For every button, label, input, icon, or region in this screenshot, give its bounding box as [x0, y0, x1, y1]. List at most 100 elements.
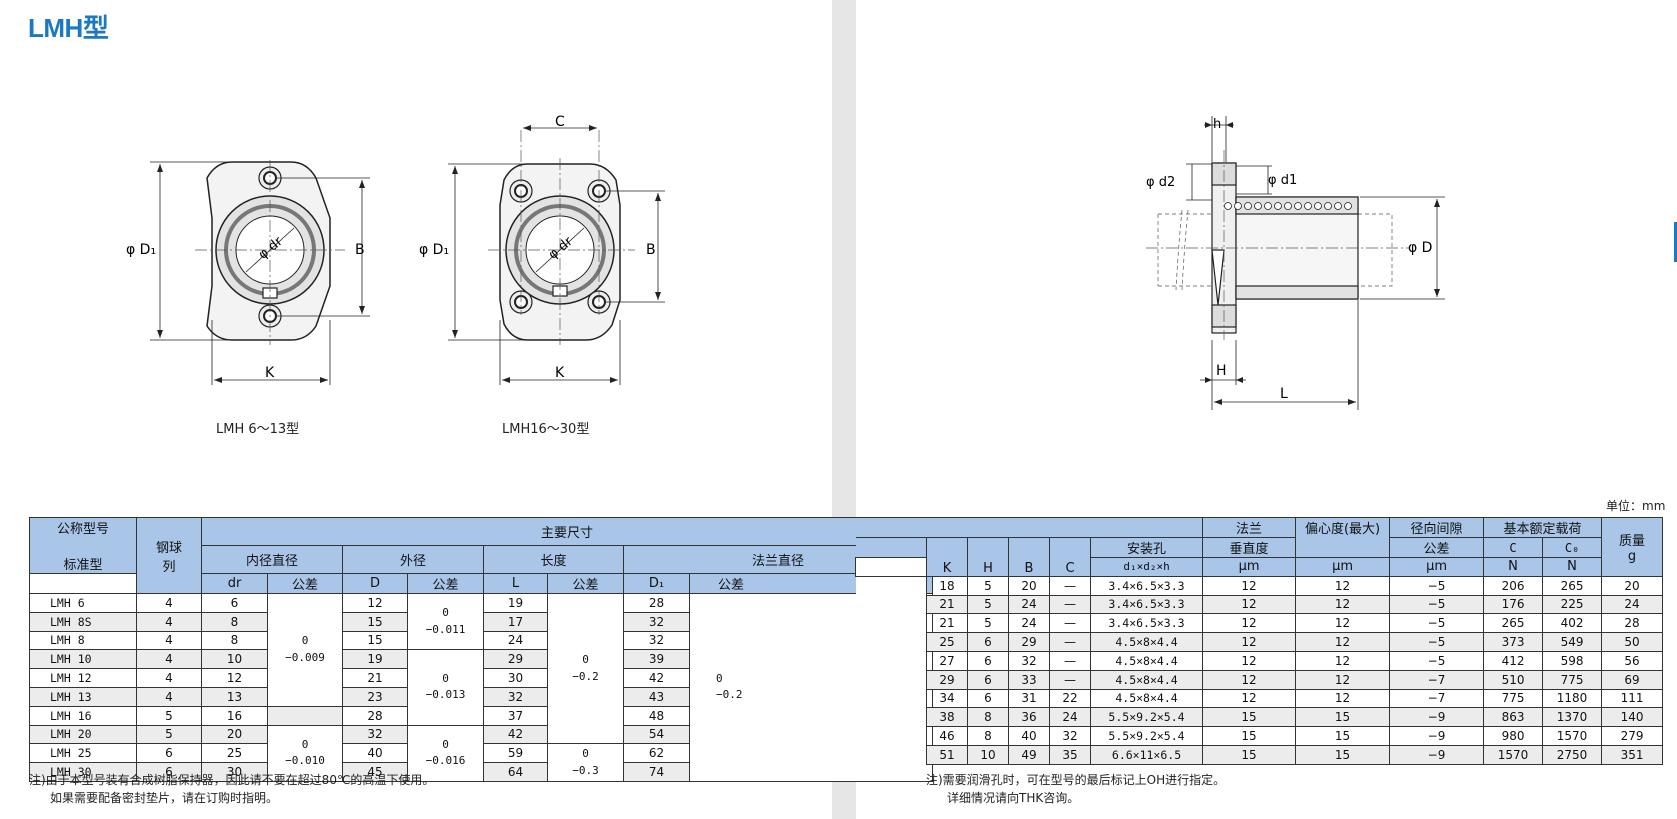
- cell-b: 24: [1008, 613, 1050, 634]
- header-perp-bot: 垂直度: [1202, 537, 1297, 558]
- cell-mount: 4.5×8×4.4: [1089, 632, 1204, 652]
- table-cell: 28: [342, 705, 408, 726]
- table-cell: 4: [136, 611, 202, 632]
- cell-c: 863: [1483, 707, 1544, 728]
- cell-clear: −9: [1389, 726, 1485, 746]
- table-cell: 12: [342, 593, 408, 613]
- cell-clear: −9: [1389, 707, 1485, 728]
- cell-clear: −5: [1389, 632, 1485, 652]
- table-cell: 20: [201, 724, 268, 745]
- table-cell: 4: [136, 686, 202, 707]
- cell-mount: 5.5×9.2×5.4: [1089, 707, 1204, 728]
- table-cell: 5: [136, 724, 202, 745]
- table-cell: 16: [201, 705, 268, 726]
- cell-k: 34: [926, 688, 968, 709]
- table-cell: 37: [483, 705, 548, 726]
- cell-clear: −7: [1389, 669, 1485, 690]
- table-cell: 10: [201, 649, 268, 670]
- cell-mount: 6.6×11×6.5: [1089, 744, 1204, 765]
- table-cell: 43: [623, 686, 690, 707]
- cell-ecc: 12: [1295, 650, 1391, 671]
- cell-c: —: [1049, 594, 1091, 615]
- cell-c: —: [1049, 650, 1091, 671]
- cell-h: 8: [967, 707, 1009, 728]
- cell-k: 25: [926, 632, 968, 652]
- row-spacer: [855, 651, 927, 671]
- table-cell: 5: [136, 705, 202, 726]
- cell-text: −0.016: [425, 754, 466, 768]
- cell-c0: 775: [1542, 669, 1603, 690]
- cell-mass: 279: [1601, 726, 1664, 746]
- header-C: C: [1049, 537, 1091, 577]
- cell-b: 36: [1008, 707, 1050, 728]
- header-clear-top: 径向间隙: [1389, 517, 1485, 538]
- cell-mass: 50: [1601, 632, 1664, 652]
- header-model: 公称型号标准型: [29, 517, 137, 574]
- table-cell: LMH 25: [29, 743, 137, 764]
- table-cell: 32: [342, 724, 408, 745]
- cell-ecc: 12: [1295, 669, 1391, 690]
- cell-mass: 351: [1601, 744, 1664, 765]
- table-cell: 32: [623, 611, 690, 632]
- table-cell: 4: [136, 630, 202, 651]
- label-d1-side: φ d1: [1268, 173, 1297, 188]
- header-L: L: [483, 573, 548, 594]
- cell-text: 公称型号: [56, 522, 109, 537]
- label-H-side: H: [1216, 363, 1227, 379]
- cell-clear: −9: [1389, 744, 1485, 765]
- table-cell: LMH 16: [29, 705, 137, 726]
- cell-b: 24: [1008, 594, 1050, 615]
- cell-c: 22: [1049, 688, 1091, 709]
- header-D1: D₁: [623, 573, 690, 594]
- table-cell: 48: [623, 705, 690, 726]
- row-spacer: [855, 745, 927, 765]
- cell-c0: 549: [1542, 632, 1603, 652]
- table-cell: LMH 20: [29, 724, 137, 745]
- cell-mount: 4.5×8×4.4: [1089, 688, 1204, 709]
- cell-text: 如果需要配备密封垫片，请在订购时指明。: [50, 791, 279, 805]
- tol-dr-empty: [267, 705, 343, 726]
- cell-b: 29: [1008, 632, 1050, 652]
- cell-mass: 28: [1601, 613, 1664, 634]
- cell-k: 27: [926, 650, 968, 671]
- cell-mass: 111: [1601, 688, 1664, 709]
- cell-b: 49: [1008, 744, 1050, 765]
- tol-L-a: 0−0.2: [547, 592, 624, 745]
- table-cell: 30: [201, 762, 268, 782]
- table-cell: 19: [483, 593, 548, 613]
- label-d2: φ d2: [1146, 175, 1175, 190]
- cell-b: 31: [1008, 688, 1050, 709]
- header-dr-tol: 公差: [267, 573, 343, 594]
- table-cell: 4: [136, 668, 202, 688]
- label-d1-left: φ D₁: [126, 242, 156, 258]
- side-section-drawing: h φ d2 φ d1 φ D H L: [1146, 116, 1445, 410]
- cell-mount: 5.5×9.2×5.4: [1089, 726, 1204, 746]
- cell-c: 176: [1483, 594, 1544, 615]
- label-c-middle: C: [555, 114, 565, 130]
- cell-c: 206: [1483, 575, 1544, 596]
- tol-D-a: 0−0.011: [407, 592, 484, 651]
- label-h-small: h: [1213, 117, 1221, 132]
- cell-k: 18: [926, 575, 968, 596]
- cell-c: 265: [1483, 613, 1544, 634]
- cell-perp: 12: [1202, 669, 1297, 690]
- unit-label: 单位：mm: [1606, 499, 1666, 513]
- cell-ecc: 12: [1295, 613, 1391, 634]
- row-spacer: [855, 576, 927, 596]
- cell-h: 6: [967, 669, 1009, 690]
- cell-h: 10: [967, 744, 1009, 765]
- cell-mass: 56: [1601, 650, 1664, 671]
- table-cell: 42: [483, 724, 548, 745]
- table-cell: 15: [342, 630, 408, 651]
- row-spacer: [855, 632, 927, 652]
- table-cell: LMH 8S: [29, 611, 137, 632]
- tol-D-c: 0−0.016: [407, 724, 484, 782]
- cell-text: −0.2: [572, 669, 599, 683]
- table-cell: 17: [483, 611, 548, 632]
- cell-ecc: 12: [1295, 594, 1391, 615]
- cell-perp: 15: [1202, 707, 1297, 728]
